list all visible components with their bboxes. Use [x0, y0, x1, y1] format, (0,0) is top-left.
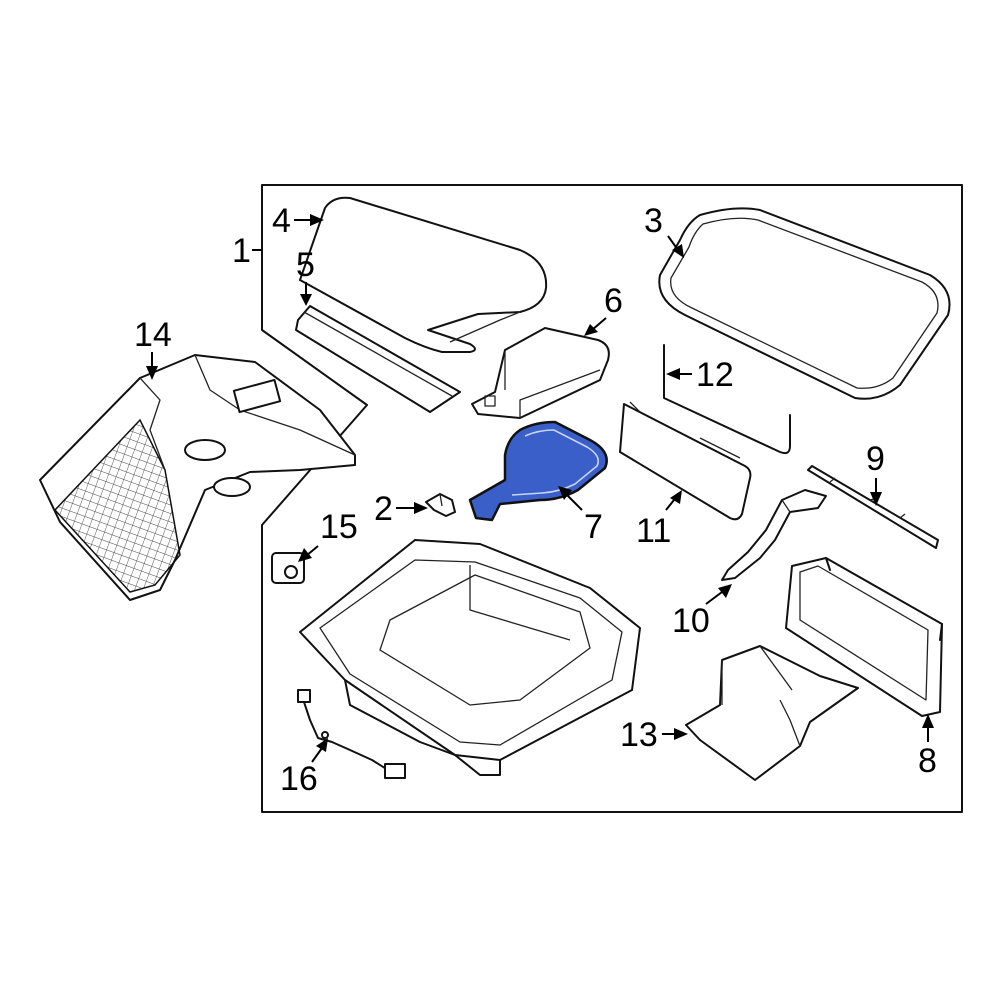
callout-9: 9 [866, 440, 885, 506]
callout-1: 1 [232, 232, 251, 270]
callout-label-1: 1 [232, 232, 251, 270]
part-8-frame[interactable] [785, 557, 943, 717]
callout-label-4: 4 [272, 202, 291, 240]
part-10-bracket[interactable] [721, 489, 827, 581]
callout-16: 16 [280, 738, 328, 798]
part-12-retainer-wire[interactable] [663, 344, 791, 455]
main-storage-tub[interactable] [299, 539, 641, 776]
callout-2: 2 [374, 490, 428, 528]
part-16-wire-harness[interactable] [297, 689, 406, 779]
part-9-rail[interactable] [807, 465, 939, 549]
callout-label-8: 8 [918, 742, 937, 780]
callout-7: 7 [558, 486, 603, 546]
callout-label-12: 12 [696, 356, 734, 394]
callout-label-16: 16 [280, 760, 318, 798]
callout-4: 4 [272, 202, 324, 240]
part-15-grommet[interactable] [271, 552, 305, 584]
callout-label-5: 5 [296, 246, 315, 284]
part-14-side-trim[interactable] [39, 354, 356, 601]
callout-label-9: 9 [866, 440, 885, 478]
callout-14: 14 [134, 316, 172, 380]
callout-label-6: 6 [604, 282, 623, 320]
group-frame [261, 184, 963, 813]
callout-5: 5 [296, 246, 315, 306]
part-11-side-panel[interactable] [619, 401, 752, 521]
part-7-highlighted-mat[interactable] [468, 420, 608, 522]
callout-8: 8 [918, 714, 937, 780]
part-2-clip[interactable] [425, 493, 456, 517]
callout-label-10: 10 [672, 602, 710, 640]
callout-label-13: 13 [620, 716, 658, 754]
callout-label-14: 14 [134, 316, 172, 354]
part-3-seal-ring[interactable] [658, 207, 951, 400]
callout-13: 13 [620, 716, 688, 754]
callout-label-11: 11 [636, 512, 671, 550]
part-4-floor-mat[interactable] [299, 196, 548, 353]
callout-6: 6 [584, 282, 623, 336]
callout-label-2: 2 [374, 490, 393, 528]
part-6-bracket-cover[interactable] [471, 327, 610, 419]
callout-10: 10 [672, 584, 732, 640]
callout-15: 15 [298, 508, 358, 562]
callout-label-7: 7 [584, 508, 603, 546]
callout-12: 12 [666, 356, 734, 394]
part-5-cover-panel[interactable] [295, 305, 461, 413]
callout-label-3: 3 [644, 202, 663, 240]
callout-label-15: 15 [320, 508, 358, 546]
callout-3: 3 [644, 202, 684, 258]
callout-11: 11 [636, 490, 682, 550]
part-13-shield[interactable] [685, 645, 859, 781]
